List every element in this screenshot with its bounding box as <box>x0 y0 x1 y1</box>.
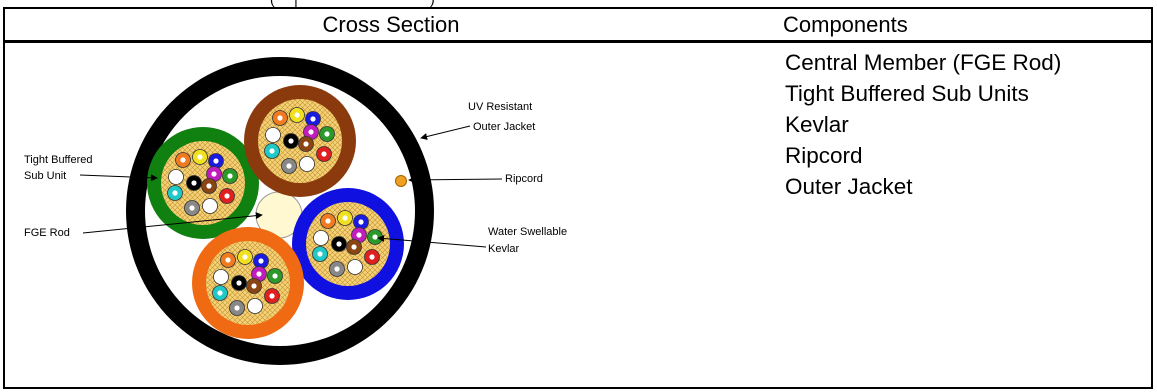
fiber-core <box>356 232 362 238</box>
fiber-core <box>189 205 195 211</box>
fiber-core <box>172 190 178 196</box>
fiber-core <box>217 290 223 296</box>
component-outer-jacket: Outer Jacket <box>785 174 913 199</box>
fiber-core <box>225 257 231 263</box>
leader-fge-rod <box>82 212 263 234</box>
fiber-core <box>303 141 309 147</box>
fiber-core <box>197 154 203 160</box>
component-ripcord: Ripcord <box>785 143 863 168</box>
fiber-core <box>342 215 348 221</box>
fiber-core <box>252 303 258 309</box>
fiber-core <box>310 116 316 122</box>
fiber-core <box>206 183 212 189</box>
fiber-core <box>358 219 364 225</box>
fiber-core <box>270 132 276 138</box>
component-central-member: Central Member (FGE Rod) <box>785 50 1062 75</box>
fiber-core <box>317 251 323 257</box>
fiber-core <box>286 163 292 169</box>
fiber-core <box>224 193 230 199</box>
fiber-core <box>288 138 294 144</box>
callout-tight-buffered-line1: Tight Buffered <box>24 154 93 166</box>
fiber-core <box>173 174 179 180</box>
fiber-core <box>207 203 213 209</box>
fiber-core <box>372 234 378 240</box>
fiber-core <box>236 280 242 286</box>
fiber-core <box>269 148 275 154</box>
fiber-core <box>294 112 300 118</box>
fiber-core <box>308 129 314 135</box>
fiber-core <box>321 151 327 157</box>
component-tight-buffered: Tight Buffered Sub Units <box>785 81 1029 106</box>
fiber-core <box>227 173 233 179</box>
callout-fge-rod: FGE Rod <box>24 227 70 239</box>
leader-water-kevlar <box>377 235 487 248</box>
callout-water-line1: Water Swellable <box>488 226 567 238</box>
fiber-core <box>269 293 275 299</box>
subunit-green <box>147 127 259 239</box>
fiber-core <box>256 271 262 277</box>
components-list: Central Member (FGE Rod) Tight Buffered … <box>785 47 1061 202</box>
callout-water-line2: Kevlar <box>488 243 520 255</box>
subunit-orange <box>192 227 304 339</box>
fiber-core <box>336 241 342 247</box>
leader-uv-jacket <box>420 125 471 140</box>
fiber-core <box>211 171 217 177</box>
fiber-core <box>218 274 224 280</box>
ripcord <box>395 175 407 187</box>
table-header: Cross Section Components <box>5 9 1151 43</box>
fiber-core <box>251 283 257 289</box>
fiber-core <box>213 158 219 164</box>
spec-table: Cross Section Components Central Member … <box>3 7 1153 389</box>
fiber-core <box>324 131 330 137</box>
clipped-top-text: ( | ) <box>270 0 435 7</box>
fiber-core <box>369 254 375 260</box>
fiber-core <box>242 254 248 260</box>
leader-ripcord <box>408 176 503 184</box>
component-kevlar: Kevlar <box>785 112 849 137</box>
fiber-core <box>352 264 358 270</box>
fiber-core <box>180 157 186 163</box>
fiber-core <box>325 218 331 224</box>
callout-ripcord: Ripcord <box>505 173 543 185</box>
fiber-core <box>334 266 340 272</box>
fiber-core <box>234 305 240 311</box>
components-heading: Components <box>783 12 908 37</box>
callout-uv-line1: UV Resistant <box>468 101 532 113</box>
fiber-core <box>277 115 283 121</box>
callout-uv-line2: Outer Jacket <box>473 121 535 133</box>
subunit-brown <box>244 85 356 197</box>
cross-section-heading: Cross Section <box>322 12 460 37</box>
callout-tight-buffered-line2: Sub Unit <box>24 170 66 182</box>
fiber-core <box>351 244 357 250</box>
fiber-core <box>318 235 324 241</box>
leader-tight-buffered <box>79 174 158 182</box>
fiber-core <box>258 258 264 264</box>
fiber-core <box>272 273 278 279</box>
fiber-core <box>304 161 310 167</box>
header-divider <box>5 40 1151 43</box>
subunit-blue <box>292 188 404 300</box>
fiber-core <box>191 180 197 186</box>
